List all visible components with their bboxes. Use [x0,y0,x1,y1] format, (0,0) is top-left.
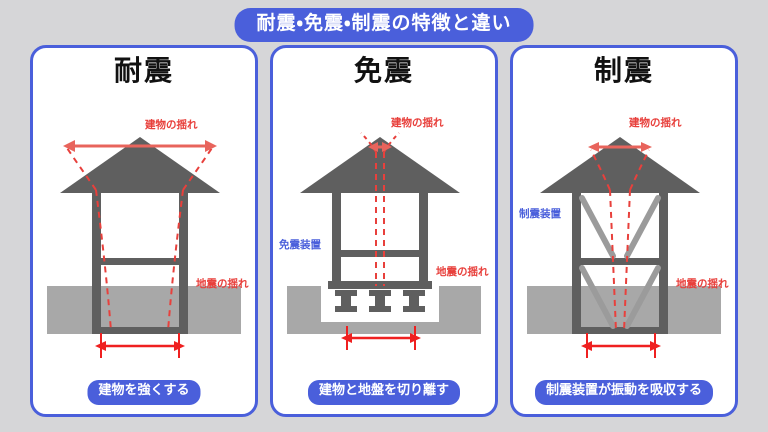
panel-title-seishin: 制震 [593,54,654,87]
diagram-menshin: 建物の揺れ 地震の揺れ 免震装置 [278,116,489,350]
ground-sway-arrow [341,326,421,350]
roof [540,137,700,193]
diagram-taishin: 建物の揺れ 地震の揺れ [47,118,249,358]
panel-caption-taishin: 建物を強くする [87,380,201,405]
building-sway-arrow [63,140,217,152]
label-damper-device: 制震装置 [519,207,561,220]
ground-sway-arrow [581,333,661,358]
sway-curve-left-upper [590,149,611,191]
base-slab [328,281,432,289]
isolator-2 [369,290,391,312]
floor-slab-bottom [572,327,668,334]
floor-slab-mid [92,258,188,265]
panel-title-menshin: 免震 [353,54,414,87]
sway-curve-left-upper [66,147,97,191]
brace-upper-left [579,195,616,259]
roof [300,137,460,193]
sway-curve-right-lower [167,189,184,332]
label-building-sway: 建物の揺れ [144,118,198,131]
floor-slab-bottom [92,327,188,334]
label-ground-sway: 地震の揺れ [436,265,489,278]
damper-braces [579,195,661,329]
sway-curve-left-lower [95,189,112,332]
diagram-seishin: 建物の揺れ 地震の揺れ 制震装置 [519,116,729,358]
label-building-sway: 建物の揺れ [628,116,682,129]
column-left [332,192,341,288]
panel-seishin: 制震 [510,45,738,417]
isolator-1 [335,290,357,312]
ground-sway-arrow [95,333,185,358]
panel-menshin: 免震 [270,45,498,417]
ground-block [47,286,241,334]
sway-curve-right-upper [182,147,213,191]
sway-curve-right-lower [623,189,631,332]
brace-upper-right [624,195,661,259]
label-ground-sway: 地震の揺れ [676,277,729,290]
roof [60,137,220,193]
page-title: 耐震・免震・制震の特徴と違い [234,8,534,42]
panel-taishin: 耐震 建物の揺れ [30,45,258,417]
column-right [419,192,428,288]
sway-curve-left-lower [609,189,617,332]
brace-lower-left [579,265,616,329]
floor-slab-mid [572,258,668,265]
sway-curve-right-upper [629,149,650,191]
isolation-devices [335,290,425,312]
floor-slab-mid [332,250,428,257]
panel-caption-seishin: 制震装置が振動を吸収する [534,380,714,405]
panel-title-taishin: 耐震 [113,54,174,87]
building-sway-arrow [368,142,392,152]
panel-caption-menshin: 建物と地盤を切り離す [307,380,461,405]
brace-lower-right [624,265,661,329]
isolator-3 [403,290,425,312]
building-sway-arrow [588,142,652,152]
label-isolation-device: 免震装置 [278,238,321,251]
label-building-sway: 建物の揺れ [390,116,444,129]
panels-row: 耐震 建物の揺れ [0,45,768,425]
label-ground-sway: 地震の揺れ [196,277,249,290]
